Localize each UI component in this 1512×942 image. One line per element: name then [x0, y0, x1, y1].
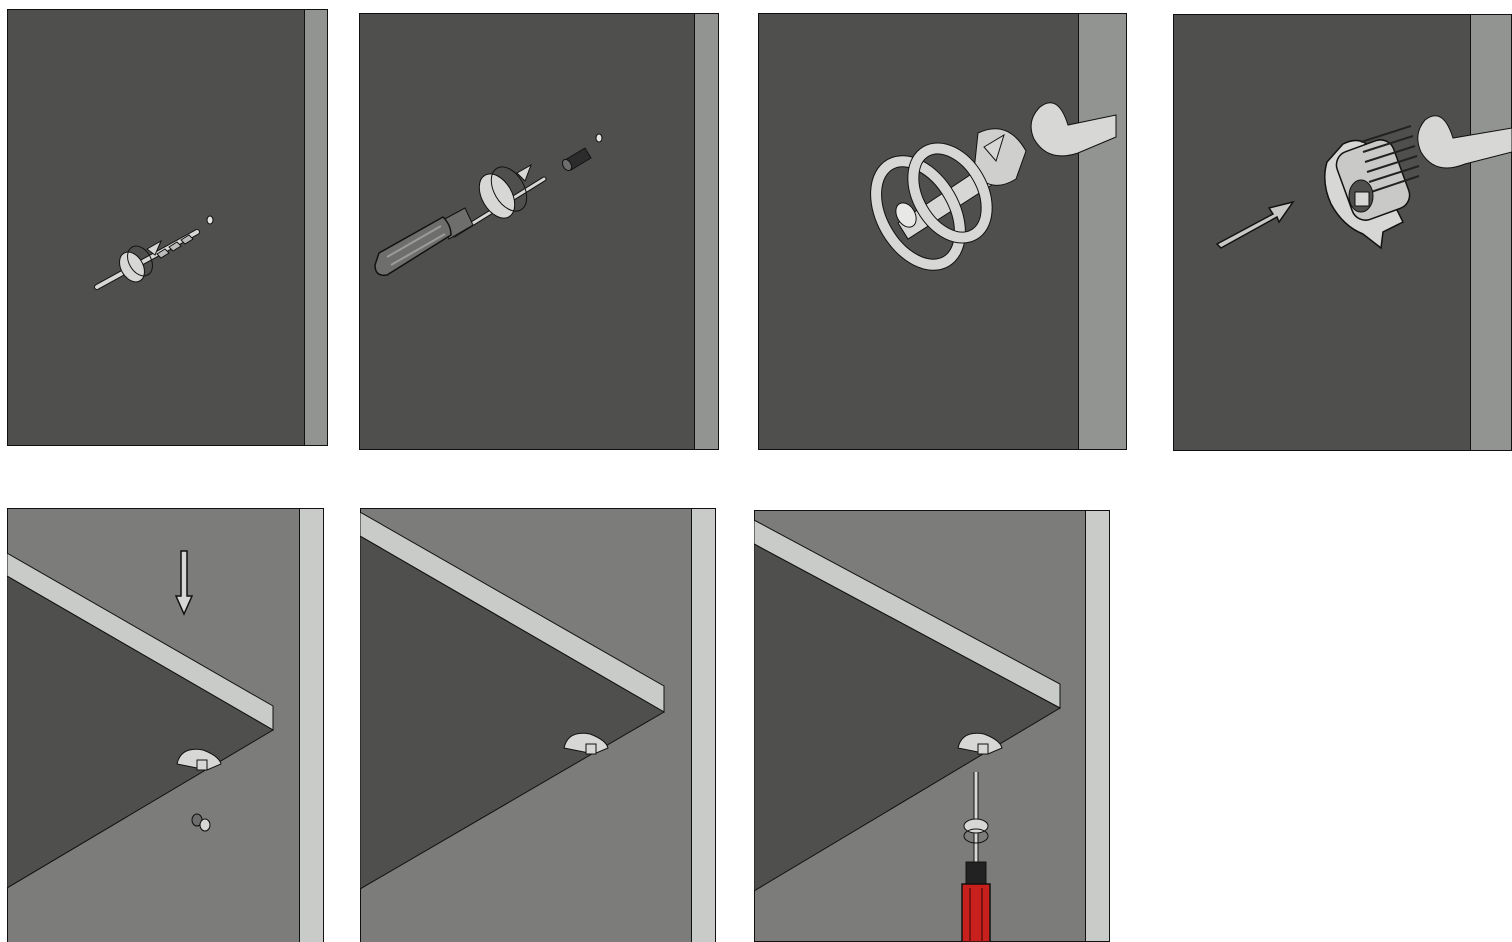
cabinet-edge	[695, 14, 719, 450]
cabinet-edge	[305, 10, 328, 446]
cabinet-side-face	[8, 10, 305, 446]
step-2-panel	[359, 13, 720, 450]
step-6-panel	[360, 508, 717, 942]
step-5-illustration	[7, 508, 325, 942]
pilot-hole-mark	[207, 216, 213, 224]
step-1-panel	[7, 9, 329, 446]
cabinet-edge	[300, 509, 324, 942]
step-1-illustration	[7, 9, 329, 446]
step-5-panel	[7, 508, 325, 942]
step-3-illustration	[758, 13, 1128, 450]
step-3-panel	[758, 13, 1128, 450]
cabinet-side-face	[360, 14, 695, 450]
step-7-illustration	[754, 510, 1111, 942]
step-6-illustration	[360, 508, 717, 942]
step-2-illustration	[359, 13, 720, 450]
step-4-panel	[1173, 14, 1512, 451]
cabinet-side-face	[1174, 15, 1471, 451]
step-4-illustration	[1173, 14, 1512, 451]
cabinet-edge	[1079, 14, 1127, 450]
step-7-panel	[754, 510, 1111, 942]
cabinet-edge	[692, 509, 716, 942]
pilot-hole-mark	[596, 134, 602, 142]
cabinet-edge	[1471, 15, 1512, 451]
cabinet-edge	[1086, 511, 1110, 942]
